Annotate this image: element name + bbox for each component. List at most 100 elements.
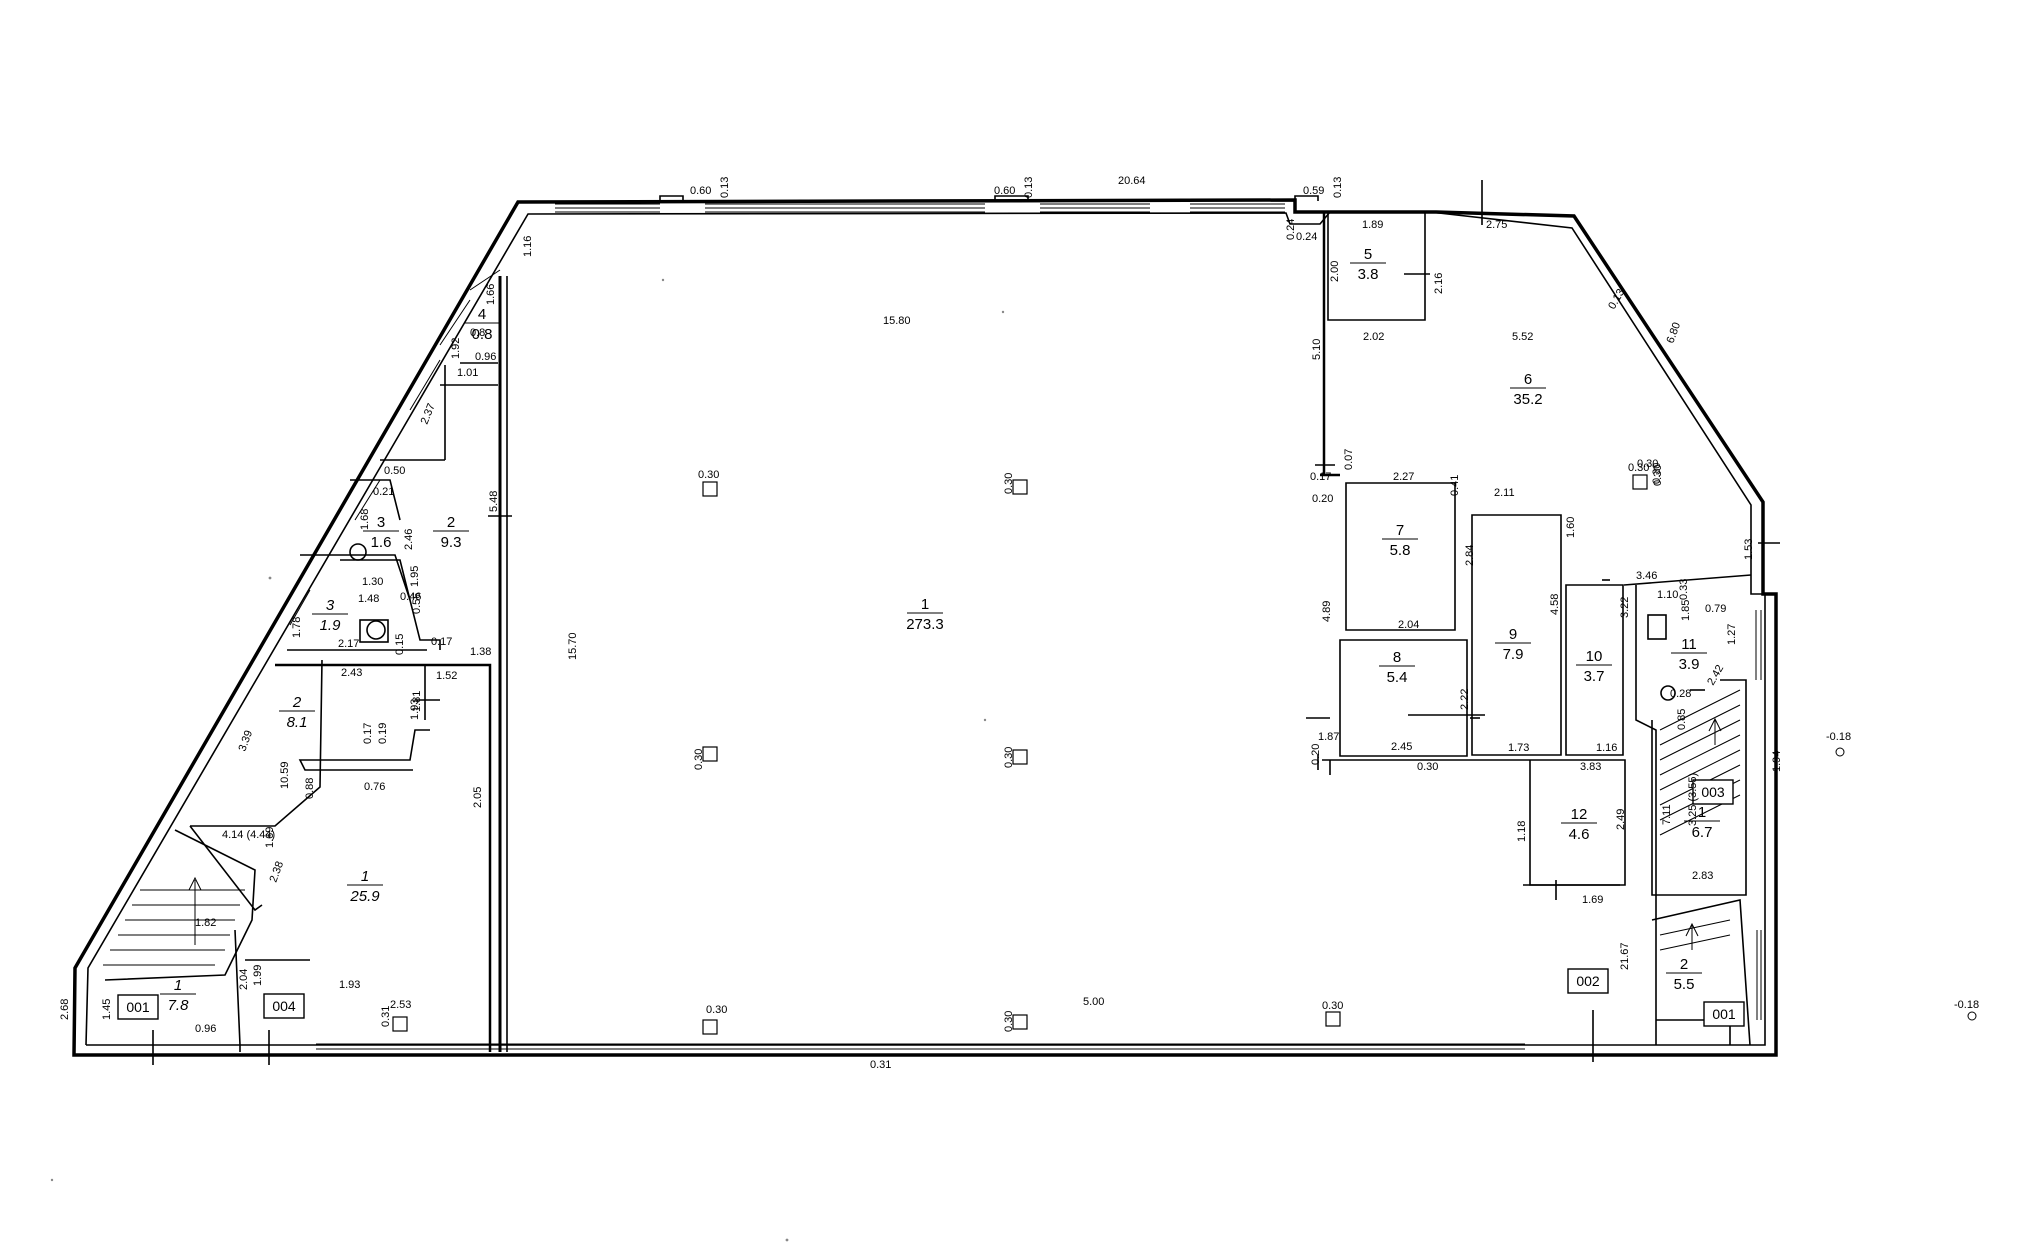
- dimension-label: 3.39: [237, 729, 256, 753]
- level-label: -0.18: [1954, 999, 1979, 1011]
- dimension-label: 1.48: [358, 593, 379, 605]
- level-label: -0.18: [1826, 731, 1851, 743]
- room-area: 3.9: [1679, 656, 1700, 673]
- column-marker: [1012, 1014, 1028, 1030]
- dimension-label: 0.31: [380, 1006, 392, 1027]
- room-number: 1: [921, 596, 929, 613]
- room-area: 7.8: [168, 997, 190, 1014]
- room-area: 1.6: [371, 534, 392, 551]
- dimension-label: 4.58: [1549, 594, 1561, 615]
- column-marker: [1632, 474, 1648, 490]
- dimension-label: 3.83: [1580, 761, 1601, 773]
- room-label: 75.8: [1382, 522, 1418, 559]
- dimension-label: 15.80: [883, 315, 911, 327]
- room-number: 1: [1698, 804, 1706, 821]
- column-label: 0.30: [1003, 747, 1015, 768]
- dimension-label: 1.18: [1516, 821, 1528, 842]
- room-label: 113.9: [1671, 636, 1707, 673]
- dimension-label: 2.11: [1494, 487, 1515, 499]
- dimension-label: 2.04: [238, 969, 250, 990]
- column-marker: [1012, 479, 1028, 495]
- column-label: 0.30: [1628, 462, 1649, 474]
- outer-walls: [72, 198, 1778, 1057]
- dimension-label: 2.75: [1486, 219, 1507, 231]
- room-number: 1: [361, 868, 369, 885]
- room-number: 4: [478, 306, 486, 323]
- fixtures: [349, 543, 1676, 701]
- room-number: 6: [1524, 371, 1532, 388]
- column-label: 0.30: [698, 469, 719, 481]
- dimension-label: 0.31: [870, 1059, 891, 1071]
- dimension-label: 2.02: [1363, 331, 1384, 343]
- dimension-label: 2.53: [390, 999, 411, 1011]
- unit-number-box: 003: [1692, 779, 1734, 805]
- dimension-label: 1.01: [457, 367, 478, 379]
- dimension-label: 2.83: [1692, 870, 1713, 882]
- dimension-label: 0.20: [1312, 493, 1333, 505]
- dimension-label: 0.56: [411, 593, 423, 614]
- dimension-label: 1.69: [1582, 894, 1603, 906]
- room-area: 7.9: [1503, 646, 1524, 663]
- dimension-label: 3.46: [1636, 570, 1657, 582]
- column-label: 0.30: [1003, 473, 1015, 494]
- column-marker: [1012, 749, 1028, 765]
- room-label: 40.8: [464, 306, 500, 343]
- dimension-label: 3.22: [1619, 597, 1631, 618]
- room-number: 3: [326, 597, 335, 614]
- room-area: 0.8: [472, 326, 493, 343]
- room-label: 1 273.3: [906, 596, 944, 633]
- room-number: 8: [1393, 649, 1401, 666]
- room-label: 635.2: [1510, 371, 1546, 408]
- dimension-label: 0.59: [1303, 185, 1324, 197]
- dimension-label: 1.16: [1596, 742, 1617, 754]
- dimension-label: 1.38: [470, 646, 491, 658]
- room-number: 10: [1586, 648, 1603, 665]
- unit-number-box: 001: [1703, 1001, 1745, 1027]
- column-label: 0.30: [1322, 1000, 1343, 1012]
- dimension-label: 1.53: [1743, 539, 1755, 560]
- dimension-label: 2.37: [419, 402, 438, 426]
- dimension-label: 2.17: [338, 638, 359, 650]
- dimension-label: 2.22: [1459, 689, 1471, 710]
- dimension-label: 0.50: [384, 465, 405, 477]
- dimension-label: 2.04: [1398, 619, 1419, 631]
- dimension-label: 0.88: [304, 778, 316, 799]
- room-label: 103.7: [1576, 648, 1612, 685]
- column-label: 0.30: [1003, 1011, 1015, 1032]
- room-area: 8.1: [287, 714, 308, 731]
- dimension-label: 0.17: [431, 636, 452, 648]
- dimension-label: 0.20: [1310, 744, 1322, 765]
- dimension-label: 0.46: [400, 591, 421, 603]
- unit-number: 002: [1576, 973, 1600, 989]
- room-number: 11: [1681, 636, 1697, 653]
- columns: [392, 474, 1648, 1035]
- dimension-label: 5.10: [1311, 339, 1323, 360]
- dimension-label: 0.30: [1417, 761, 1438, 773]
- dimension-label: 6.80: [1665, 321, 1684, 345]
- dimension-label: 1.99: [252, 965, 264, 986]
- room-label: 31.9: [312, 597, 348, 634]
- dimension-label: 0.13: [1023, 177, 1035, 198]
- dimension-label: 7.11: [1661, 804, 1673, 825]
- unit-number: 003: [1701, 784, 1725, 800]
- dimension-label: 0.30: [1652, 465, 1664, 486]
- room-label: 97.9: [1495, 626, 1531, 663]
- door-marks: [152, 180, 1780, 1065]
- dimension-label: 5.52: [1512, 331, 1533, 343]
- dimension-label: 2.38: [268, 860, 287, 884]
- dimension-label: 0.8: [470, 327, 485, 339]
- room-area: 4.6: [1569, 826, 1590, 843]
- room-number: 3: [377, 514, 385, 531]
- dimension-label: 2.46: [403, 529, 415, 550]
- unit-number-box: 001: [117, 994, 159, 1020]
- room-area: 5.4: [1387, 669, 1408, 686]
- column-marker: [702, 481, 718, 497]
- room-area: 273.3: [906, 616, 944, 633]
- dimension-label: 2.84: [1464, 545, 1476, 566]
- dimension-label: 10.59: [279, 761, 291, 789]
- dimension-label: 2.16: [1433, 273, 1445, 294]
- room-label: 25.5: [1666, 956, 1702, 993]
- dimension-label: 1.85: [1680, 600, 1692, 621]
